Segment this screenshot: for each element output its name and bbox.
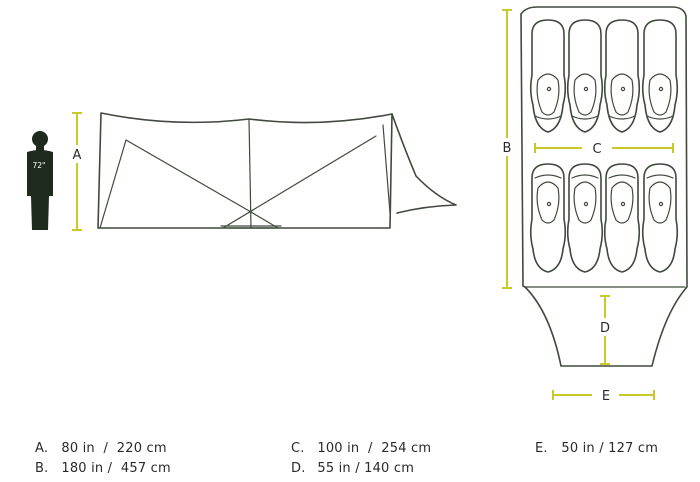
sleeping-bag xyxy=(566,163,604,273)
sleeping-bag xyxy=(529,19,567,133)
person-silhouette: 72" xyxy=(27,131,53,230)
person-height-label: 72" xyxy=(33,161,46,170)
sleeping-bag xyxy=(641,19,679,133)
sleeping-bag xyxy=(529,163,567,273)
dimension-c: C xyxy=(534,142,674,157)
tent-floor-plan xyxy=(520,6,688,367)
dimension-c-letter: C xyxy=(592,142,601,157)
dimension-e-letter: E xyxy=(602,389,610,404)
dimension-a-letter: A xyxy=(73,148,82,163)
dimension-e: E xyxy=(552,389,655,404)
sleeping-bag xyxy=(603,163,641,273)
sleeping-bag xyxy=(603,19,641,133)
sleeping-bags-bottom-row xyxy=(529,163,679,273)
sleeping-bag xyxy=(566,19,604,133)
dimension-b: B xyxy=(499,9,515,289)
dimension-a: A xyxy=(70,112,84,231)
tent-side-view xyxy=(97,112,457,229)
dimension-d: D xyxy=(597,295,613,365)
dimension-b-letter: B xyxy=(503,141,512,156)
dimension-d-letter: D xyxy=(600,321,610,336)
sleeping-bags-top-row xyxy=(529,19,679,133)
sleeping-bag xyxy=(641,163,679,273)
